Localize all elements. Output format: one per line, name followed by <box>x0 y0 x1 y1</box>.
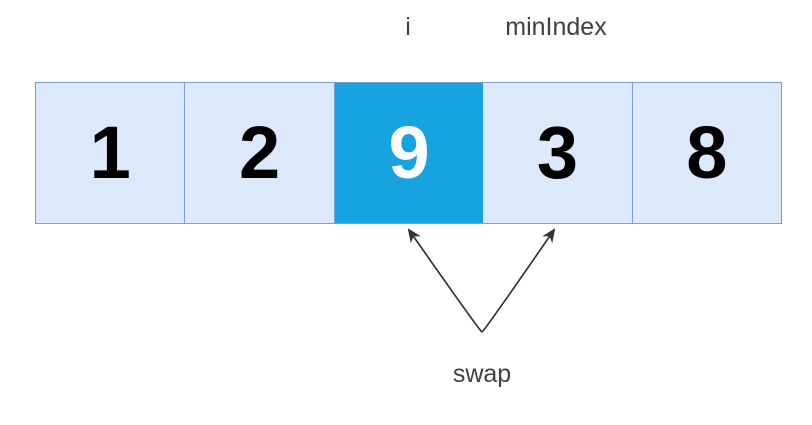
array-cell-1: 2 <box>185 83 335 223</box>
swap-arrow-right-branch <box>481 228 556 333</box>
pointer-label-minindex: minIndex <box>505 13 607 41</box>
array-container: 1 2 9 3 8 <box>35 82 782 224</box>
array-cell-4: 8 <box>632 83 782 223</box>
array-cell-value-3: 3 <box>536 111 578 194</box>
array-cell-2-highlighted: 9 <box>334 83 484 223</box>
array-cell-value-4: 8 <box>686 111 728 194</box>
array-cell-0: 1 <box>36 83 186 223</box>
array-cell-value-2: 9 <box>388 111 430 194</box>
pointer-label-i: i <box>405 13 411 41</box>
array-cell-value-1: 2 <box>239 111 281 194</box>
array-cell-3: 3 <box>483 83 633 223</box>
swap-caption-label: swap <box>452 360 512 388</box>
swap-arrow-left-branch <box>407 228 483 333</box>
array-cell-value-0: 1 <box>89 111 131 194</box>
